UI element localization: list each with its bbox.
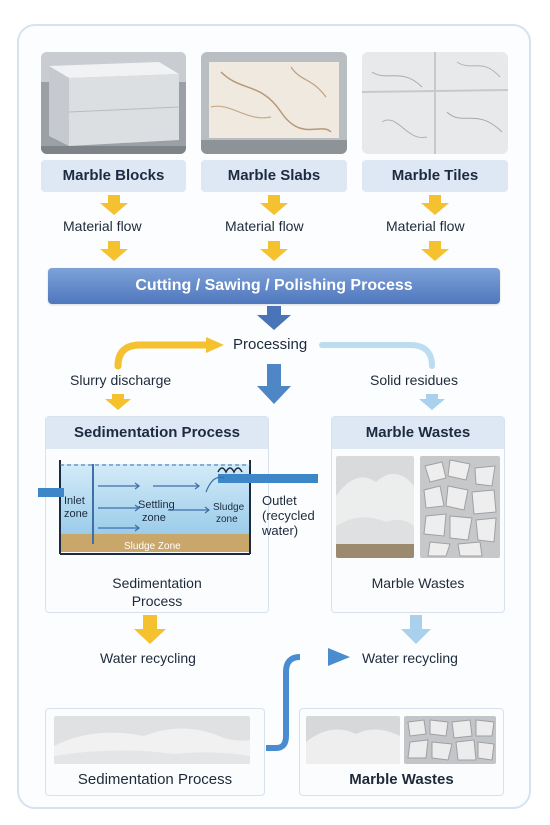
bottom-waste-powder-photo	[306, 716, 400, 764]
outlet-line2: (recycled	[262, 508, 315, 523]
bottom-wastes-caption: Marble Wastes	[349, 771, 454, 788]
solid-residues-label: Solid residues	[370, 372, 458, 388]
bottom-sedimentation-caption: Sedimentation Process	[77, 771, 233, 788]
tank-settling-line1: Settling	[138, 499, 175, 511]
tank-sludge-line1: Sludge	[213, 502, 245, 513]
processing-label: Processing	[233, 336, 308, 353]
outlet-line1: Outlet	[262, 493, 297, 508]
bottom-waste-chunks-photo	[404, 716, 496, 764]
arrow-down-blocks-2	[100, 241, 128, 261]
sedimentation-caption-line2: Process	[131, 593, 183, 609]
tank-sludge-zone: Sludge Zone	[124, 541, 181, 552]
arrow-down-blocks-1	[100, 195, 128, 215]
connector-line	[266, 654, 301, 751]
marble-wastes-caption: Marble Wastes	[371, 575, 465, 591]
marble-tiles-photo	[362, 52, 508, 154]
arrow-down-sed-bottom	[134, 615, 166, 644]
arrow-down-processing	[257, 364, 291, 404]
material-flow-label-3: Material flow	[386, 218, 465, 234]
marble-blocks-photo	[41, 52, 186, 154]
tank-inlet-line1: Inlet	[64, 495, 85, 507]
waste-chunks-photo	[420, 456, 500, 558]
material-flow-label-2: Material flow	[225, 218, 304, 234]
arrow-down-slabs-1	[260, 195, 288, 215]
water-recycling-left-label: Water recycling	[100, 650, 196, 666]
process-banner: Cutting / Sawing / Polishing Process	[48, 268, 500, 304]
waste-powder-photo	[336, 456, 414, 558]
sedimentation-tank-diagram: Inlet zone Settling zone Sludge zone Slu…	[38, 460, 318, 555]
arrow-down-slabs-2	[260, 241, 288, 261]
sedimentation-caption-line1: Sedimentation	[112, 575, 202, 591]
arrow-down-tiles-2	[421, 241, 449, 261]
sedimentation-panel-title: Sedimentation Process	[46, 417, 268, 449]
tank-inlet-line2: zone	[64, 508, 88, 520]
water-recycling-right-label: Water recycling	[362, 650, 458, 666]
arrow-down-banner	[257, 306, 291, 330]
arrow-down-tiles-1	[421, 195, 449, 215]
arrow-down-slurry	[105, 394, 131, 410]
marble-tiles-label: Marble Tiles	[362, 160, 508, 192]
arrow-down-solid	[419, 394, 445, 410]
tank-sludge-line2: zone	[216, 514, 238, 525]
solid-residues-line	[319, 342, 435, 369]
tank-settling-line2: zone	[142, 512, 166, 524]
arrow-down-waste-bottom	[401, 615, 431, 644]
slurry-loop-arrow	[114, 341, 212, 370]
bottom-sedimentation-photo	[54, 716, 250, 764]
outlet-line3: water)	[262, 523, 299, 538]
material-flow-label-1: Material flow	[63, 218, 142, 234]
slurry-discharge-label: Slurry discharge	[70, 372, 172, 388]
marble-wastes-panel-title: Marble Wastes	[332, 417, 504, 449]
marble-slabs-label: Marble Slabs	[201, 160, 347, 192]
marble-blocks-label: Marble Blocks	[41, 160, 186, 192]
marble-slabs-photo	[201, 52, 347, 154]
